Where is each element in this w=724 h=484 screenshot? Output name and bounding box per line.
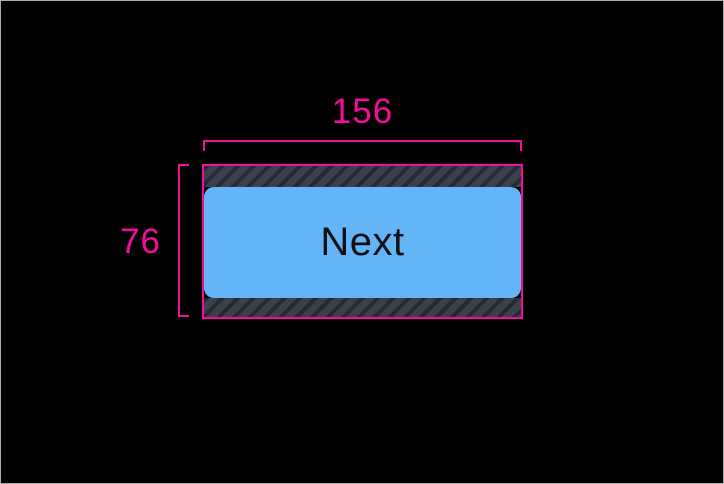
padding-hatch-top xyxy=(204,166,521,187)
selection-bounds: Next xyxy=(202,164,523,319)
height-measure-line xyxy=(178,164,189,317)
width-measure-line xyxy=(203,140,522,151)
next-button-label: Next xyxy=(320,220,405,264)
height-measure-label: 76 xyxy=(120,222,161,261)
width-measure-label: 156 xyxy=(331,92,394,131)
next-button[interactable]: Next xyxy=(204,187,521,298)
padding-hatch-bottom xyxy=(204,298,521,317)
